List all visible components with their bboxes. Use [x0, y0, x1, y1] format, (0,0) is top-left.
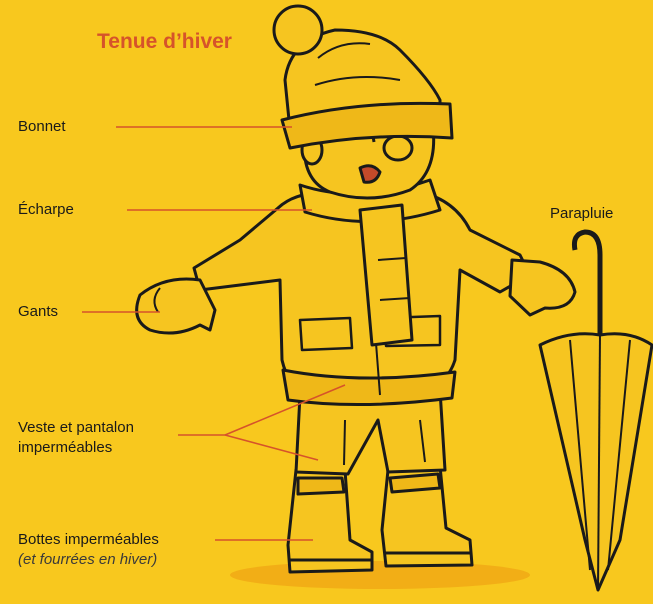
boots [288, 466, 472, 572]
label-parapluie: Parapluie [550, 204, 613, 224]
label-bonnet: Bonnet [18, 117, 66, 137]
diagram-title: Tenue d’hiver [97, 30, 232, 54]
label-bottes-note: (et fourrées en hiver) [18, 550, 159, 570]
label-gants: Gants [18, 302, 58, 322]
label-bottes: Bottes imperméables (et fourrées en hive… [18, 530, 159, 570]
label-veste-line2: imperméables [18, 438, 134, 458]
label-veste-line1: Veste et pantalon [18, 418, 134, 438]
label-veste-pantalon: Veste et pantalon imperméables [18, 418, 134, 458]
hat [274, 6, 452, 148]
label-echarpe: Écharpe [18, 200, 74, 220]
label-bottes-main: Bottes imperméables [18, 530, 159, 550]
ground-shadow [230, 561, 530, 589]
